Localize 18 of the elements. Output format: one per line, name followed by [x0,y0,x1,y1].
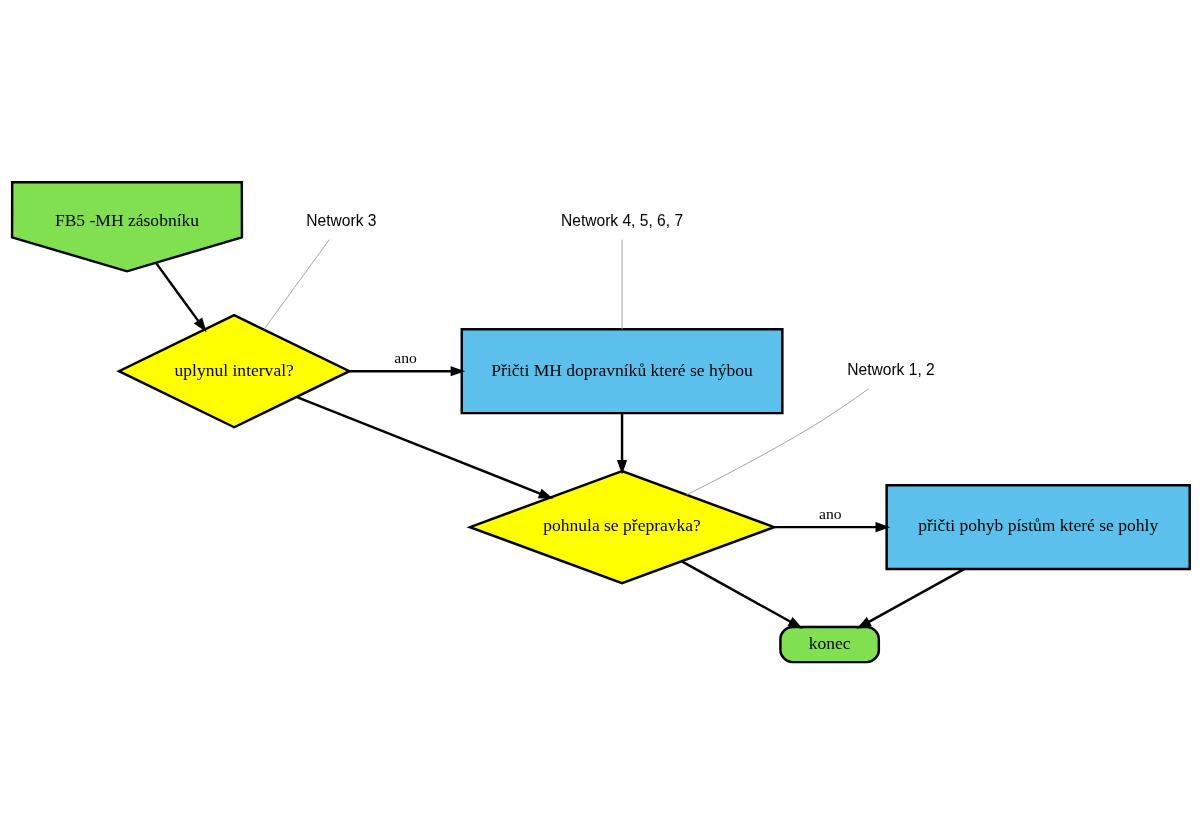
connector [263,238,330,330]
node-box: konec [779,625,881,663]
node-text: Network 1, 2 [847,360,935,378]
connector [621,238,623,330]
node-box: Přičti MH dopravníků které se hýbou [460,327,784,414]
arrow [296,395,554,499]
arrow [155,261,207,332]
edge-label: ano [819,504,842,522]
edge-label: ano [394,348,417,366]
arrow [616,412,628,475]
arrow [856,567,965,629]
arrow [774,521,891,532]
arrow [681,559,803,629]
connector [686,387,869,495]
node-box: přičti pohyb pístům které se pohly [885,483,1191,570]
node-text: Network 4, 5, 6, 7 [561,211,684,229]
arrow [349,365,466,376]
node-text: Network 3 [306,211,377,229]
